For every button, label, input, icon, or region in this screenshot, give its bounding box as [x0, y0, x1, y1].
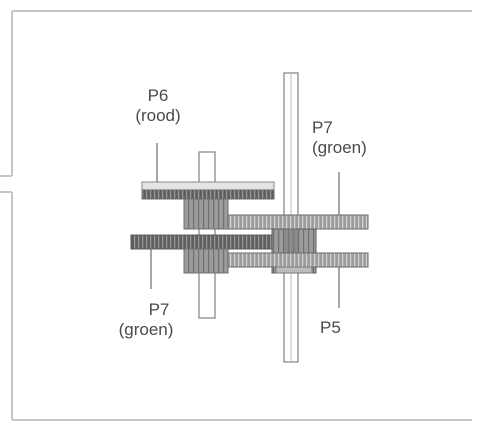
label-p6-name: P6	[147, 86, 169, 105]
label-p7-top-name: P7	[312, 118, 333, 137]
gear-p7-bottom	[130, 234, 282, 250]
gear-p5-teeth	[227, 252, 369, 268]
label-p7-bottom-color: (groen)	[118, 320, 174, 339]
frame	[0, 10, 472, 421]
label-p7-bottom: P7 (groen)	[102, 300, 190, 340]
label-p7-top: P7 (groen)	[312, 118, 402, 158]
gear-p5	[227, 252, 369, 268]
label-p6-color: (rood)	[135, 106, 181, 125]
gear-p6-teeth	[141, 189, 275, 200]
label-p7-top-color: (groen)	[312, 138, 367, 157]
label-p7-bottom-name: P7	[148, 300, 170, 319]
label-p6: P6 (rood)	[118, 86, 198, 126]
gear-p7-top	[227, 214, 369, 230]
lower-collar	[275, 266, 313, 274]
upper-hub	[183, 198, 229, 230]
lower-hub	[183, 248, 229, 274]
gear-p6	[141, 181, 275, 200]
gear-p6-rim	[141, 181, 275, 191]
label-p5: P5	[320, 318, 360, 338]
gear-p7-bottom-teeth	[130, 234, 282, 250]
label-p5-name: P5	[320, 318, 341, 337]
gear-p7-top-teeth	[227, 214, 369, 230]
